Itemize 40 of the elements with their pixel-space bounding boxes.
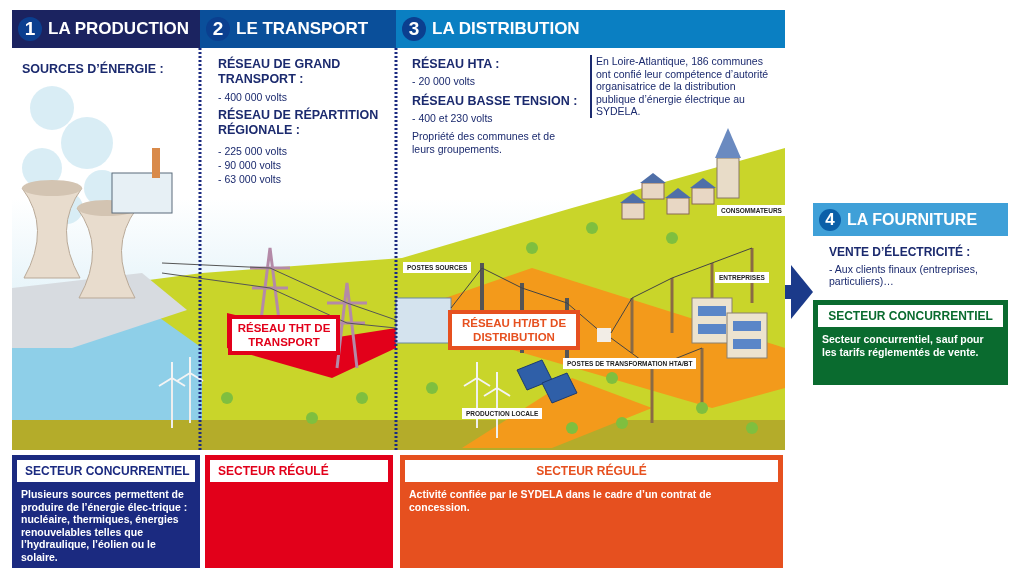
number-badge: 2 <box>206 17 230 41</box>
voltage-text: - 90 000 volts <box>218 159 283 172</box>
section-title: LA FOURNITURE <box>847 210 978 229</box>
network-heading: SOURCES D’ÉNERGIE : <box>22 62 165 77</box>
sector-heading: SECTEUR RÉGULÉ <box>405 460 778 482</box>
voltage-text: - 20 000 volts <box>412 75 477 88</box>
network-label: RÉSEAU HT/BT DE DISTRIBUTION <box>448 310 580 350</box>
sector-panel <box>400 455 783 568</box>
sector-heading: SECTEUR CONCURRENTIEL <box>17 460 195 482</box>
section-title: LA PRODUCTION <box>48 19 190 39</box>
number-badge: 4 <box>819 208 841 231</box>
sector-panel <box>205 455 393 568</box>
sector-description: Secteur concurrentiel, sauf pour les tarifs réglementés de vente. <box>821 332 985 358</box>
voltage-text: - 400 et 230 volts <box>412 112 494 125</box>
section-text: - Aux clients finaux (entreprises, particuliers)… <box>829 263 979 287</box>
network-label: RÉSEAU THT DE TRANSPORT <box>228 315 340 355</box>
section-header-band <box>200 10 396 48</box>
sector-heading: SECTEUR CONCURRENTIEL <box>818 305 1003 327</box>
voltage-text: - 225 000 volts <box>218 145 288 158</box>
section-header-band <box>12 10 200 48</box>
sector-heading: SECTEUR RÉGULÉ <box>210 460 388 482</box>
sector-description: Plusieurs sources permettent de produire de l’énergie élec-trique : nucléaire, thermiques, énergies renouvelables telles que l’hydraulique, l’éolien ou le solaire. <box>20 487 189 563</box>
section-heading: VENTE D’ÉLECTRICITÉ : <box>829 245 971 259</box>
voltage-text: - 400 000 volts <box>218 91 288 104</box>
arrow <box>785 265 813 319</box>
voltage-text: - 63 000 volts <box>218 173 283 186</box>
number-badge: 3 <box>402 17 426 41</box>
sector-description: Activité confiée par le SYDELA dans le cadre d’un contrat de concession. <box>408 487 713 513</box>
section-title: LE TRANSPORT <box>236 19 369 39</box>
network-heading: RÉSEAU BASSE TENSION : <box>412 94 579 109</box>
number-badge: 1 <box>18 17 42 41</box>
network-heading: RÉSEAU DE RÉPARTITION RÉGIONALE : <box>218 108 380 138</box>
voltage-text: Propriété des communes et de leurs groupements. <box>412 130 556 155</box>
note-text: En Loire-Atlantique, 186 communes ont confié leur compétence d’autorité organisatrice de la distribution publique d’énergie électrique au SYDELA. <box>590 55 770 118</box>
network-heading: RÉSEAU HTA : <box>412 57 501 72</box>
sector-panel <box>813 300 1008 385</box>
network-heading: RÉSEAU DE GRAND TRANSPORT : <box>218 57 342 87</box>
section-header-band <box>396 10 785 48</box>
sector-panel <box>12 455 200 568</box>
section-title: LA DISTRIBUTION <box>432 19 580 39</box>
